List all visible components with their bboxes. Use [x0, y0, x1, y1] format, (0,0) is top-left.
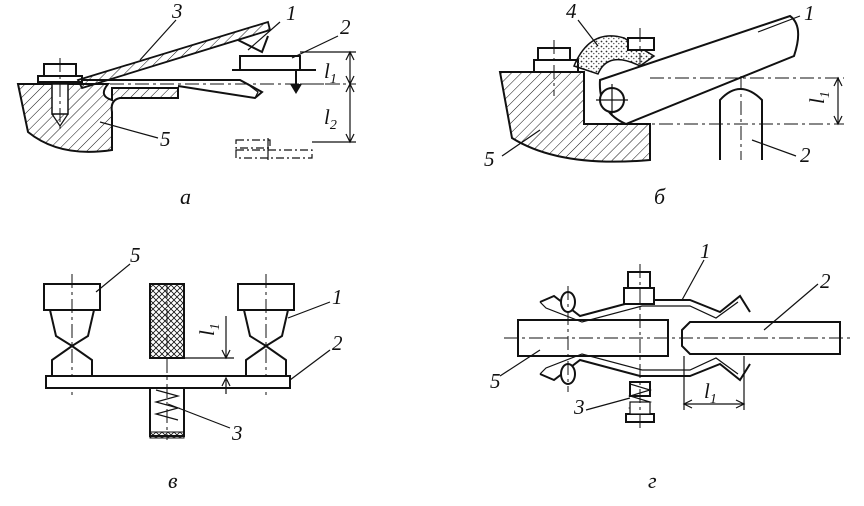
leaders-b [501, 15, 801, 157]
caption-a: а [180, 184, 191, 209]
dimension-lines-v [184, 316, 234, 394]
contact-2-b [719, 76, 763, 160]
springs-1-g [539, 294, 751, 382]
leaders-a [99, 19, 339, 139]
dimension-lines-b [584, 76, 844, 126]
label-1-b: 1 [804, 1, 815, 25]
label-1-v: 1 [332, 285, 343, 309]
caption-b: б [654, 184, 666, 209]
leaders-v [95, 263, 331, 429]
label-1-g: 1 [700, 239, 711, 263]
dim-l2-a: l2 [324, 105, 337, 133]
label-3-g: 3 [573, 395, 585, 419]
base-5-b [498, 71, 651, 163]
bridge-2-v [45, 375, 291, 389]
base-5-a [16, 83, 179, 153]
panel-b: 4 1 5 2 l1 б [484, 0, 844, 209]
right-contact-1-v [237, 274, 295, 396]
label-2-g: 2 [820, 269, 831, 293]
spring-3-v [149, 284, 185, 440]
label-3-a: 3 [171, 0, 183, 23]
braid-4-b [572, 28, 656, 75]
contact-2-a [232, 55, 316, 94]
label-3-v: 3 [231, 421, 243, 445]
bolt-spring-3-g [623, 264, 655, 430]
lower-arm-a [82, 79, 264, 100]
label-5-g: 5 [490, 369, 501, 393]
panel-v: 5 1 2 3 l1 в [43, 243, 343, 493]
label-5-a: 5 [160, 127, 171, 151]
bolt-b [533, 40, 579, 96]
label-5-b: 5 [484, 147, 495, 171]
dim-l1-a: l1 [324, 59, 337, 87]
bolt-a [37, 58, 83, 130]
label-2-v: 2 [332, 331, 343, 355]
dim-l1-v: l1 [195, 323, 223, 336]
dim-l1-g: l1 [704, 379, 717, 407]
label-2-a: 2 [340, 15, 351, 39]
contact-2-open-a [235, 138, 313, 160]
label-4-b: 4 [566, 0, 577, 23]
label-5-v: 5 [130, 243, 141, 267]
panel-a: 3 1 2 5 l1 l2 а [16, 0, 356, 209]
caption-g: г [648, 468, 657, 493]
dim-l1-b: l1 [805, 91, 833, 104]
label-1-a: 1 [286, 1, 297, 25]
dimension-lines-g [682, 356, 746, 410]
panel-g: 1 2 5 3 l1 г [490, 239, 850, 493]
caption-v: в [168, 468, 178, 493]
leaders-g [499, 259, 819, 411]
rivets-g [560, 286, 576, 392]
dimension-lines-a [300, 50, 356, 144]
arm-1-b [596, 14, 800, 126]
label-2-b: 2 [800, 143, 811, 167]
